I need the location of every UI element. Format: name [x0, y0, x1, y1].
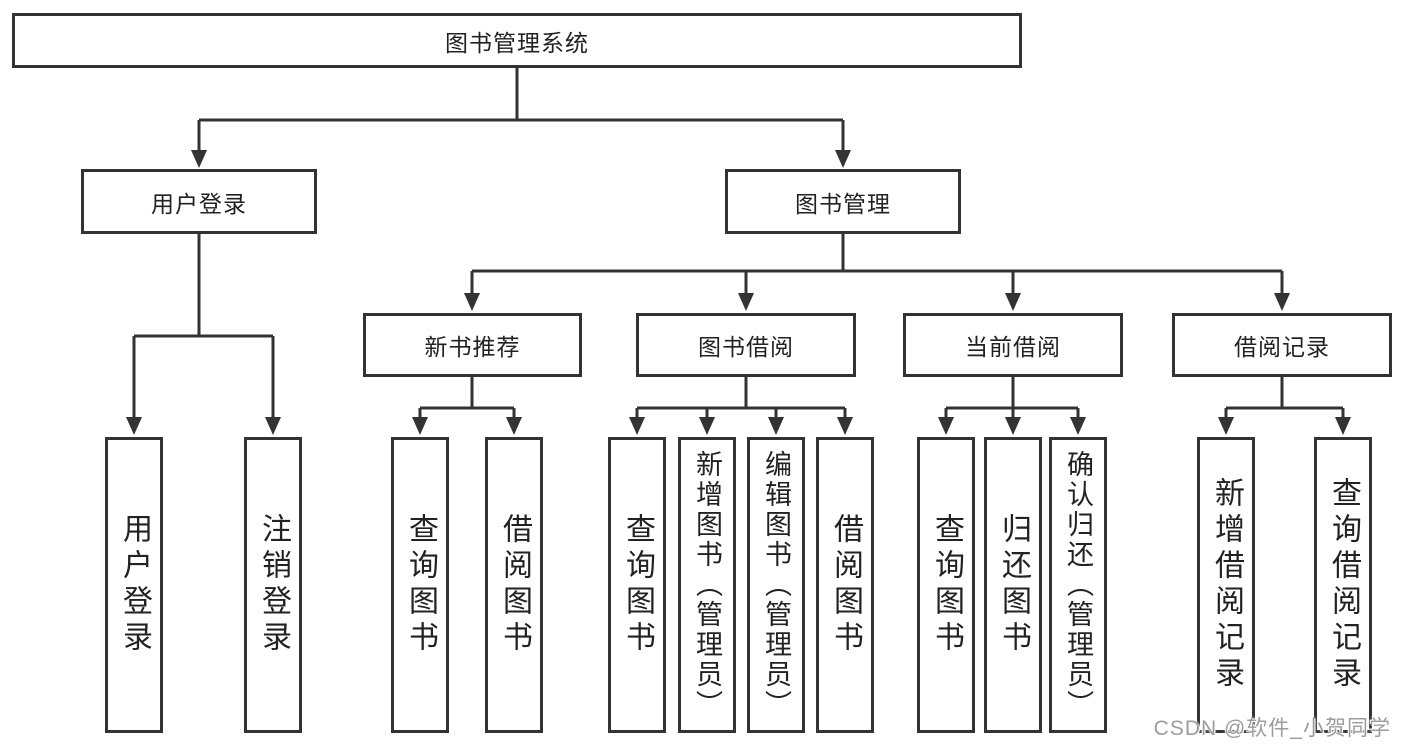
- leaf-query-books-borrow: 查询图书: [608, 437, 666, 733]
- arrowhead: [1070, 417, 1086, 435]
- leaf-borrow-books-recommend: 借阅图书: [485, 437, 543, 733]
- leaf-query-borrow-record: 查询借阅记录: [1314, 437, 1372, 733]
- leaf-query-books-current: 查询图书: [917, 437, 975, 733]
- arrowhead: [629, 417, 645, 435]
- arrowhead: [1005, 417, 1021, 435]
- leaf-borrow-books: 借阅图书: [816, 437, 874, 733]
- arrowhead: [1335, 417, 1351, 435]
- arrowhead: [938, 417, 954, 435]
- connector-new-book-recommend: [412, 377, 522, 435]
- arrowhead: [126, 417, 142, 435]
- arrowhead: [1005, 293, 1021, 311]
- leaf-confirm-return-admin: 确认归还（管理员）: [1049, 437, 1107, 733]
- leaf-add-borrow-record: 新增借阅记录: [1197, 437, 1255, 733]
- leaf-add-books-admin: 新增图书（管理员）: [678, 437, 736, 733]
- arrowhead: [265, 417, 281, 435]
- leaf-edit-books-admin: 编辑图书（管理员）: [747, 437, 805, 733]
- arrowhead: [412, 417, 428, 435]
- leaf-logout: 注销登录: [244, 437, 302, 733]
- node-root-system: 图书管理系统: [12, 13, 1022, 68]
- arrowhead: [1274, 293, 1290, 311]
- arrowhead: [464, 293, 480, 311]
- arrowhead: [506, 417, 522, 435]
- node-borrow-records: 借阅记录: [1172, 313, 1392, 377]
- node-current-borrow: 当前借阅: [903, 313, 1123, 377]
- arrowhead: [699, 417, 715, 435]
- arrowhead: [835, 150, 851, 168]
- arrowhead: [738, 293, 754, 311]
- arrowhead: [837, 417, 853, 435]
- node-user-login: 用户登录: [81, 169, 317, 234]
- connector-borrow-records: [1218, 377, 1351, 435]
- csdn-watermark: CSDN @软件_小贺同学: [1153, 717, 1391, 740]
- connector-book-management: [464, 234, 1290, 311]
- node-book-borrow: 图书借阅: [636, 313, 856, 377]
- connector-current-borrow: [938, 377, 1086, 435]
- connector-root: [191, 68, 851, 168]
- arrowhead: [191, 150, 207, 168]
- arrowhead: [768, 417, 784, 435]
- arrowhead: [1218, 417, 1234, 435]
- leaf-return-books: 归还图书: [984, 437, 1042, 733]
- node-new-book-recommend: 新书推荐: [363, 313, 582, 377]
- leaf-query-books-recommend: 查询图书: [391, 437, 449, 733]
- connector-user-login: [126, 234, 281, 435]
- connector-book-borrow: [629, 377, 853, 435]
- leaf-user-login: 用户登录: [105, 437, 163, 733]
- node-book-management: 图书管理: [725, 169, 961, 234]
